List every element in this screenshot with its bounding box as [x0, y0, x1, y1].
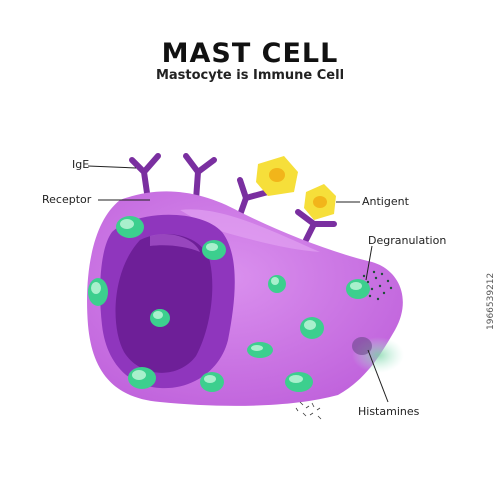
label-degranulation: Degranulation: [368, 234, 447, 247]
granule: [268, 275, 286, 293]
label-antigent: Antigent: [362, 195, 409, 208]
receptor-3: [237, 177, 271, 218]
granule: [128, 367, 156, 389]
granule: [200, 372, 224, 392]
receptor-2: [183, 153, 217, 203]
granule: [150, 309, 170, 327]
diagram-title: MAST CELL: [161, 38, 339, 69]
label-histamines: Histamines: [358, 405, 420, 418]
granules: [88, 216, 370, 392]
antigen-2: [304, 184, 336, 220]
granule: [88, 278, 108, 306]
granule-degranulating: [346, 279, 370, 299]
receptor-4: [295, 209, 337, 243]
histamine-particles: [295, 401, 322, 420]
nucleus-shine: [150, 233, 200, 252]
diagram-subtitle: Mastocyte is Immune Cell: [155, 68, 345, 83]
watermark-id: 1966539212: [486, 272, 496, 330]
granule: [116, 216, 144, 238]
nucleus-inner: [115, 234, 213, 373]
ige-receptors: [129, 153, 337, 243]
histamine-cloud: [352, 337, 404, 373]
degranulation-dots: [362, 270, 393, 301]
label-receptor: Receptor: [42, 193, 92, 206]
leader-lines: [87, 165, 389, 403]
cell-highlight: [180, 209, 320, 252]
granule: [247, 342, 273, 358]
granule: [202, 240, 226, 260]
granule: [285, 372, 313, 392]
antigen-1: [256, 156, 298, 196]
granule: [300, 317, 324, 339]
label-ige: IgE: [72, 158, 90, 171]
